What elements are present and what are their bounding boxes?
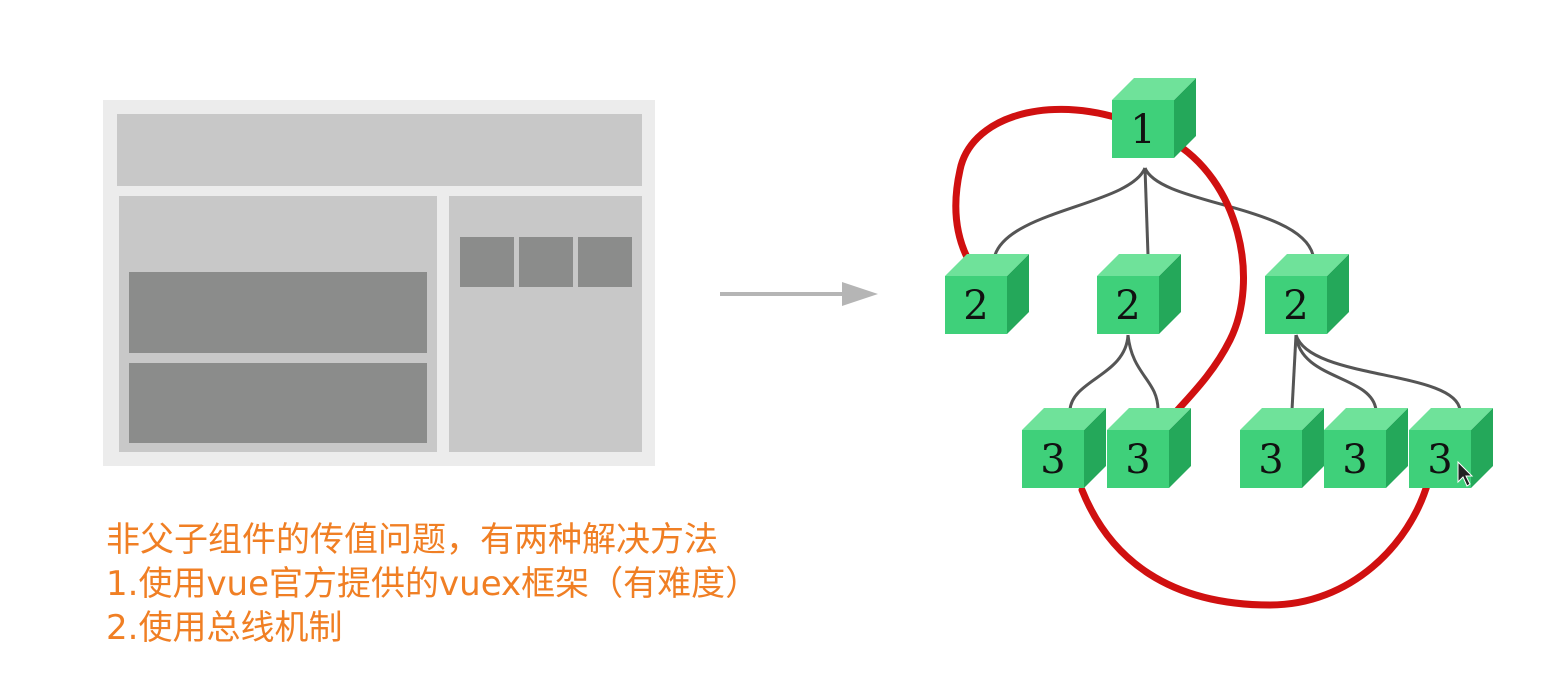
tree-node-label: 3 <box>1125 437 1150 483</box>
tree-edge <box>1294 334 1378 411</box>
tree-edges <box>993 167 1462 411</box>
wireframe-thumbnail <box>578 237 632 287</box>
tree-node-cube: 2 <box>1097 254 1181 334</box>
tree-node-label: 1 <box>1130 107 1155 153</box>
tree-node-label: 3 <box>1040 437 1065 483</box>
layout-wireframe <box>103 100 655 466</box>
tree-node-label: 3 <box>1427 437 1452 483</box>
path-root-to-grandchild <box>1161 136 1247 429</box>
wireframe-content-block <box>129 272 427 353</box>
tree-node-cube: 1 <box>1112 78 1196 158</box>
tree-edge <box>1126 334 1160 411</box>
caption-line-1: 非父子组件的传值问题，有两种解决方法 <box>106 520 718 560</box>
caption-line-3: 2.使用总线机制 <box>106 608 343 648</box>
tree-node-label: 3 <box>1258 437 1283 483</box>
tree-edge <box>1294 334 1462 411</box>
tree-node-cube: 3 <box>1324 408 1408 488</box>
tree-node-cube: 2 <box>945 254 1029 334</box>
path-grandchild-to-grandchild <box>1078 478 1432 609</box>
wireframe-thumbnail <box>519 237 573 287</box>
tree-edge <box>1290 334 1298 411</box>
tree-node-label: 2 <box>1283 283 1308 329</box>
tree-edge <box>993 167 1147 256</box>
tree-node-cube: 3 <box>1107 408 1191 488</box>
tree-nodes: 1 2 2 2 3 3 3 3 3 <box>945 78 1493 488</box>
wireframe-header <box>117 114 642 186</box>
tree-node-cube: 3 <box>1240 408 1324 488</box>
caption: 非父子组件的传值问题，有两种解决方法 1.使用vue官方提供的vuex框架（有难… <box>106 518 759 650</box>
tree-node-cube: 2 <box>1265 254 1349 334</box>
mouse-cursor-icon <box>1457 460 1474 487</box>
communication-paths <box>952 105 1432 609</box>
tree-node-label: 2 <box>963 283 988 329</box>
path-root-to-child <box>952 105 1122 267</box>
tree-node-cube: 3 <box>1409 408 1493 488</box>
wireframe-content-block <box>129 363 427 443</box>
arrow-right-icon <box>720 282 878 306</box>
caption-line-2: 1.使用vue官方提供的vuex框架（有难度） <box>106 564 760 604</box>
tree-node-cube: 3 <box>1022 408 1106 488</box>
tree-node-label: 2 <box>1115 283 1140 329</box>
tree-edge <box>1068 334 1130 411</box>
wireframe-thumbnail <box>460 237 514 287</box>
tree-node-label: 3 <box>1342 437 1367 483</box>
tree-edge <box>1143 167 1150 256</box>
